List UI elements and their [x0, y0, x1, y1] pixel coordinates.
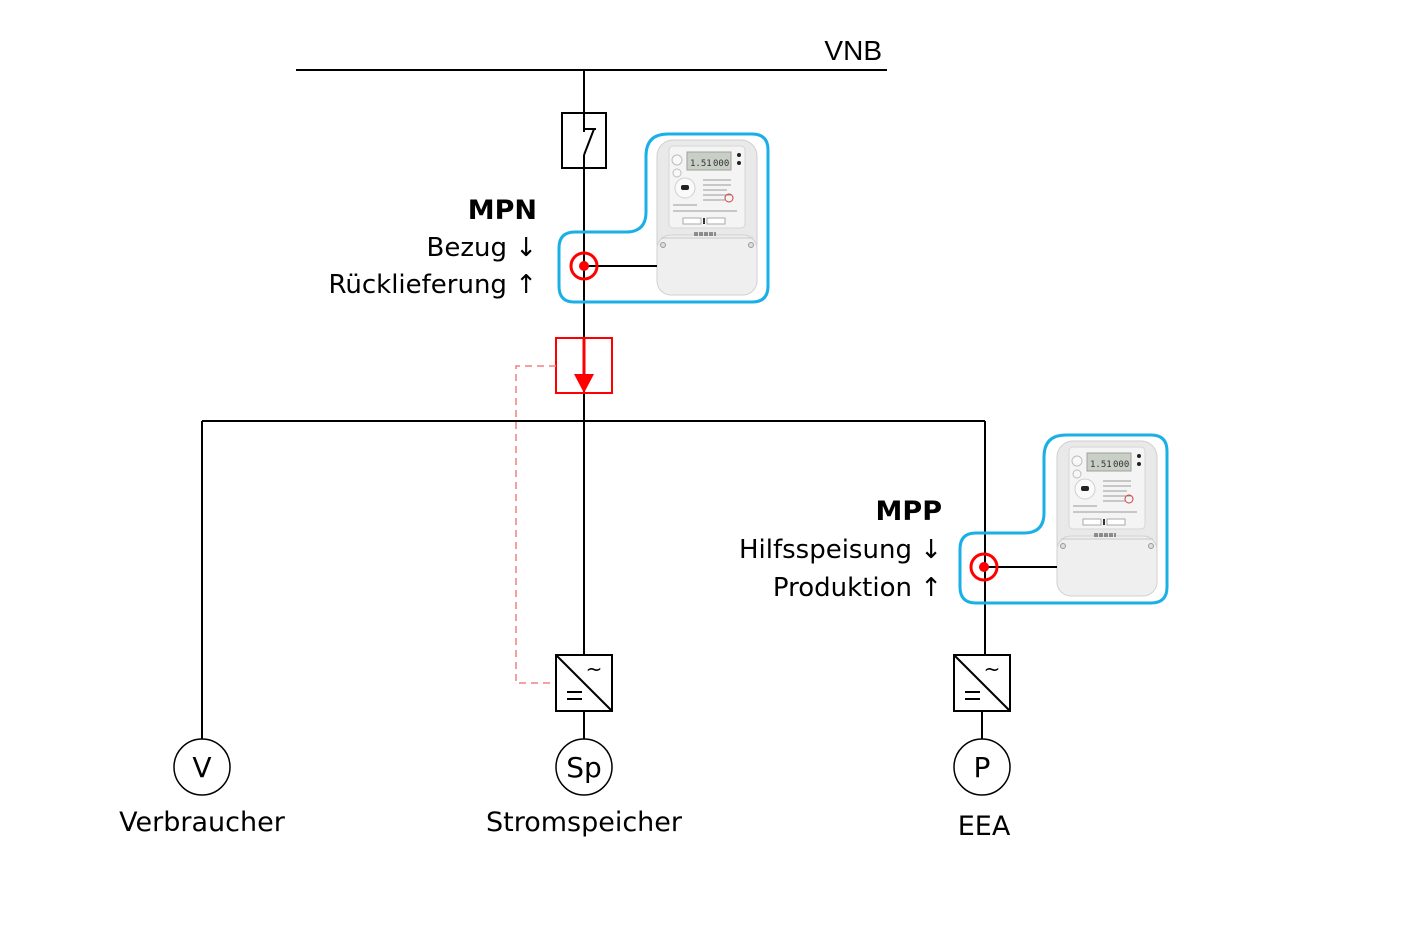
- storage-label: Stromspeicher: [486, 807, 683, 838]
- mpp-meter-outline: [958, 433, 1169, 605]
- pv-symbol: P: [974, 751, 991, 784]
- pv-inverter: ~: [953, 654, 1011, 741]
- mpp-title: MPP: [876, 496, 942, 527]
- mpn-line-import: Bezug ↓: [426, 233, 537, 263]
- mpn-meter-device: [656, 139, 758, 296]
- consumer-node: V: [173, 738, 231, 796]
- mpp-line-auxiliary: Hilfsspeisung ↓: [739, 535, 942, 565]
- mpn-meter-outline: [557, 132, 770, 304]
- ac-symbol: ~: [984, 657, 1001, 681]
- mpp-meter-device: [1056, 440, 1158, 597]
- mpp-line-production: Produktion ↑: [773, 573, 942, 603]
- mpn-line-export: Rücklieferung ↑: [328, 270, 537, 300]
- main-switch: [561, 112, 607, 169]
- pv-label: EEA: [958, 811, 1011, 842]
- consumer-label: Verbraucher: [119, 807, 286, 838]
- pv-node: P: [953, 738, 1011, 796]
- mpn-measurement-point: [569, 251, 599, 281]
- grid-label: VNB: [824, 35, 882, 66]
- control-signal-dashed-line: [515, 365, 556, 684]
- consumer-symbol: V: [192, 751, 211, 784]
- storage-node: Sp: [555, 738, 613, 796]
- storage-symbol: Sp: [566, 751, 602, 784]
- mpp-measurement-point: [969, 552, 999, 582]
- storage-inverter: ~: [555, 654, 613, 741]
- mpn-title: MPN: [468, 195, 537, 226]
- distribution-bus: [201, 420, 986, 746]
- ac-symbol: ~: [586, 657, 603, 681]
- current-sensor: [555, 337, 613, 394]
